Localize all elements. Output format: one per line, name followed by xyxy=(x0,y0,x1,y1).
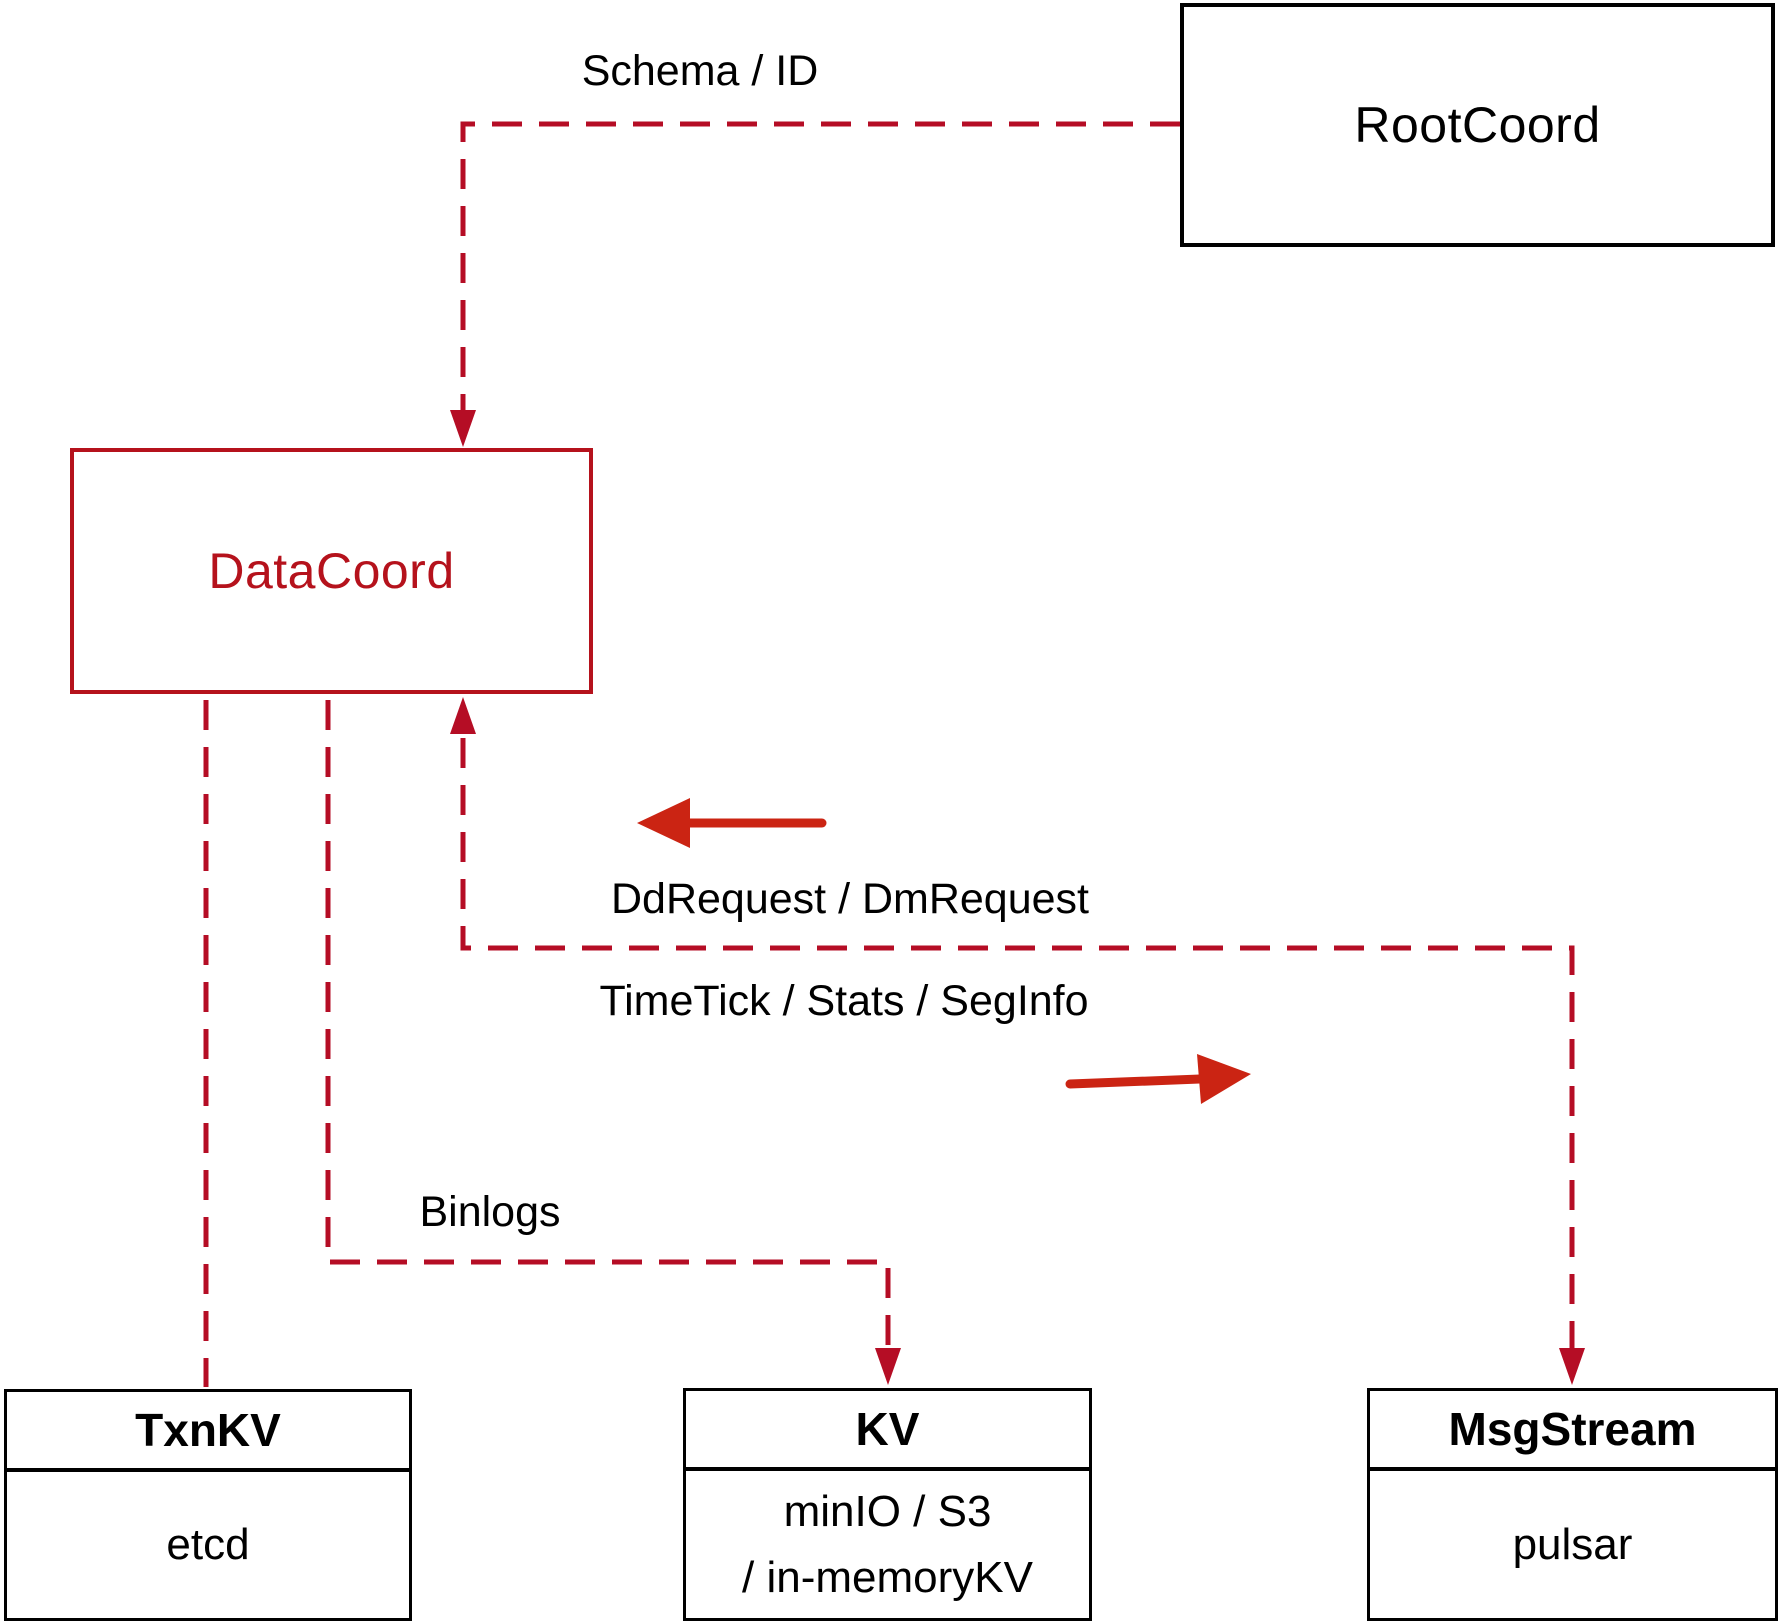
node-msgstream: MsgStream pulsar xyxy=(1367,1388,1778,1621)
rootcoord-label: RootCoord xyxy=(1354,97,1601,153)
ddrequest-direction-arrow xyxy=(637,798,827,848)
arrow-down-icon xyxy=(450,410,476,447)
txnkv-body: etcd xyxy=(166,1520,250,1569)
node-datacoord: DataCoord xyxy=(70,448,593,694)
arrow-down-icon xyxy=(875,1348,901,1385)
node-rootcoord: RootCoord xyxy=(1180,3,1775,247)
arrow-shaft xyxy=(1065,1074,1205,1089)
schema-id-edge-path xyxy=(460,121,1180,410)
datacoord-msgstream-edge xyxy=(450,697,1585,1385)
schema-id-edge-label: Schema / ID xyxy=(581,47,819,95)
kv-title: KV xyxy=(686,1391,1089,1471)
arrow-right-icon xyxy=(1197,1054,1251,1104)
binlogs-edge-label: Binlogs xyxy=(419,1188,561,1236)
arrow-up-icon xyxy=(450,697,476,734)
arrow-down-icon xyxy=(1559,1348,1585,1385)
datacoord-msgstream-edge-path xyxy=(460,738,1575,1348)
msgstream-title: MsgStream xyxy=(1370,1391,1775,1471)
msgstream-body: pulsar xyxy=(1512,1519,1633,1569)
datacoord-label: DataCoord xyxy=(208,543,455,599)
arrow-left-icon xyxy=(637,798,690,848)
schema-id-edge xyxy=(450,121,1180,447)
timetick-edge-label: TimeTick / Stats / SegInfo xyxy=(599,977,1089,1025)
ddrequest-edge-label: DdRequest / DmRequest xyxy=(611,875,1089,923)
kv-body-line1: minIO / S3 xyxy=(783,1486,992,1536)
txnkv-title: TxnKV xyxy=(7,1392,409,1472)
node-txnkv: TxnKV etcd xyxy=(4,1389,412,1621)
timetick-direction-arrow xyxy=(1065,1054,1251,1104)
kv-body-line2: / in-memoryKV xyxy=(742,1552,1033,1602)
node-kv: KV minIO / S3 / in-memoryKV xyxy=(683,1388,1092,1621)
binlogs-edge xyxy=(325,700,901,1385)
